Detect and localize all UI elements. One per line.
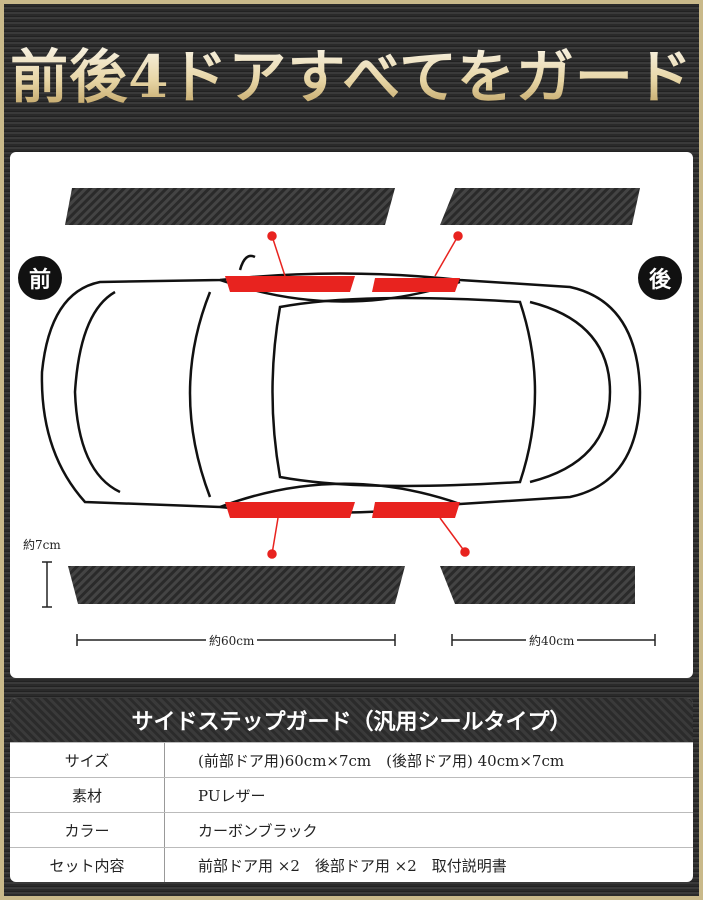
row-key: カラー — [10, 813, 165, 847]
row-key: セット内容 — [10, 848, 165, 882]
table-row: サイズ (前部ドア用)60cm×7cm (後部ドア用) 40cm×7cm — [10, 742, 693, 777]
car-outline — [40, 254, 642, 515]
leader-lines — [267, 231, 470, 559]
rear-badge: 後 — [638, 256, 682, 300]
row-value: PUレザー — [198, 786, 266, 805]
spec-table: サイドステップガード（汎用シールタイプ） サイズ (前部ドア用)60cm×7cm … — [10, 698, 693, 882]
headline: 前後4ドアすべてをガード — [0, 30, 703, 114]
front-strip-bottom — [68, 566, 405, 604]
spec-table-header: サイドステップガード（汎用シールタイプ） — [10, 698, 693, 742]
table-row: 素材 PUレザー — [10, 777, 693, 812]
front-length-dimension: 約60cm — [206, 632, 258, 649]
table-row: セット内容 前部ドア用 ×2 後部ドア用 ×2 取付説明書 — [10, 847, 693, 882]
front-strip-top — [65, 188, 395, 225]
row-value: 前部ドア用 ×2 後部ドア用 ×2 取付説明書 — [198, 856, 507, 875]
car-diagram — [40, 188, 656, 646]
rear-length-dimension: 約40cm — [526, 632, 578, 649]
row-value: (前部ドア用)60cm×7cm (後部ドア用) 40cm×7cm — [198, 751, 565, 770]
row-key: サイズ — [10, 743, 165, 777]
height-dimension: 約7cm — [20, 536, 64, 553]
diagram-panel: 前 後 約7cm 約60cm 約40cm — [10, 152, 693, 678]
row-key: 素材 — [10, 778, 165, 812]
row-value: カーボンブラック — [198, 821, 318, 840]
rear-strip-top — [440, 188, 640, 225]
table-row: カラー カーボンブラック — [10, 812, 693, 847]
rear-strip-bottom — [440, 566, 635, 604]
install-areas — [225, 276, 460, 518]
front-badge: 前 — [18, 256, 62, 300]
